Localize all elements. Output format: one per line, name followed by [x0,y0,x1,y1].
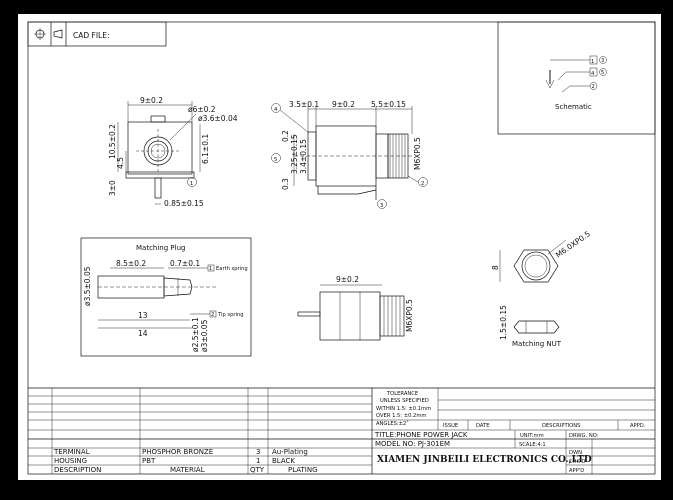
tolerance-line-2: OVER 1.5: ±0.2mm [376,413,426,419]
side-dim-03: 0.3 [281,178,290,190]
drawing-sheet: CAD FILE: 1 3 4 5 2 Schematic [18,14,661,480]
side-dim-b: 9±0.2 [332,100,355,109]
front-view: 9±0.2 ø6±0.2 ø3.6±0.04 10.5±0.2 4.5 3±0 … [108,96,238,208]
bom-row-2-name: HOUSING [54,457,87,465]
nut-dim-15: 1.5±0.15 [499,305,508,340]
bom-row: HOUSING PBT 1 BLACK [54,457,295,465]
bom-row-1-qty: 3 [256,448,260,456]
bom-row-2-qty: 1 [256,457,260,465]
front-dim-center: 4.5 [116,157,125,169]
nut-thread: M6.0XP0.5 [554,229,592,259]
side-callout-4: 4 [274,107,278,113]
matching-plug-view: Matching Plug 8.5±0.2 0.7±0.1 1 Earth sp… [80,237,252,357]
side-dim-a: 3.5±0.1 [289,100,319,109]
appd2-label: APP'D [569,468,584,474]
chkd-label: CHK'D [569,459,585,465]
drwg-label: DRWG. NO: [569,433,599,439]
bom-row-1-material: PHOSPHOR BRONZE [142,448,213,456]
plug-dim-14: 14 [138,329,148,338]
title-block: TOLERANCE UNLESS SPECIFIED WITHIN 1.5: ±… [28,387,655,474]
bom-header-qty: QTY [250,466,265,474]
bom-row: TERMINAL PHOSPHOR BRONZE 3 Au-Plating [53,448,308,456]
front-dim-hole-outer: ø6±0.2 [188,105,216,114]
plug-earth-num: 1 [209,266,212,272]
bottom-thread: M6XP0.5 [405,299,414,332]
schematic-pin-4: 4 [591,71,595,77]
plug-dim-85: 8.5±0.2 [116,259,146,268]
tolerance-subtitle: UNLESS SPECIFIED [380,398,429,404]
dwn-label: DWN [569,450,582,456]
bottom-view: 9±0.2 M6XP0.5 [297,275,414,341]
col-date: DATE [476,423,490,429]
schematic-pin-3: 3 [601,58,604,64]
matching-nut-view: M6.0XP0.5 8 1.5±0.15 Matching NUT [491,229,592,348]
company-name: XIAMEN JINBEILI ELECTRONICS CO.,LTD [377,455,592,465]
side-dim-c: 5.5±0.15 [371,100,406,109]
bom-row-2-material: PBT [142,457,156,465]
front-dim-right: 6.1±0.1 [201,134,210,164]
col-appd: APPD. [630,423,646,429]
bom-row-1-plating: Au-Plating [272,448,308,456]
bom-header-name: DESCRIPTION [54,466,101,474]
bom-row-1-name: TERMINAL [53,448,90,456]
col-issue: ISSUE [443,423,458,429]
tolerance-title: TOLERANCE [386,391,418,397]
side-thread-label: M6XP0.5 [413,137,422,170]
technical-drawing: CAD FILE: 1 3 4 5 2 Schematic [27,21,656,475]
bom-table: TERMINAL PHOSPHOR BRONZE 3 Au-Plating HO… [53,448,318,474]
plug-tip-num: 2 [211,312,214,318]
bottom-dim: 9±0.2 [336,275,359,284]
col-descriptions: DESCRIPTIONS [542,423,580,429]
drawing-title: TITLE:PHONE POWER JACK [374,431,468,439]
plug-tip-label: Tip spring [217,312,244,318]
nut-dim-8: 8 [491,265,500,270]
schematic-pin-2: 2 [592,84,595,90]
bom-header: DESCRIPTION MATERIAL QTY PLATING [54,466,318,474]
side-callout-5: 5 [274,157,277,163]
front-dim-pin: 0.85±0.15 [164,199,204,208]
projection-cone-icon [53,29,63,39]
bom-header-plating: PLATING [288,466,318,474]
side-dim-34: 3.4±0.15 [299,139,308,174]
side-callout-3: 3 [380,203,383,209]
plug-title: Matching Plug [136,244,185,252]
side-dim-02: 0.2 [281,130,290,142]
tolerance-line-1: WITHIN 1.5: ±0.1mm [376,406,431,412]
tolerance-line-3: ANGLES:±2˚ [376,420,409,427]
sheet-border [27,21,656,475]
plug-dim-dia: ø3.5±0.05 [83,266,92,306]
front-callout-1: 1 [190,181,193,187]
bom-header-material: MATERIAL [170,466,205,474]
plug-dim-3: ø3±0.05 [200,319,209,352]
front-dim-width: 9±0.2 [140,96,163,105]
unit-label: UNIT:mm [520,433,544,439]
plug-earth-label: Earth spring [216,266,248,272]
side-dim-325: 3.25±0.15 [290,134,299,174]
front-dim-hole-inner: ø3.6±0.04 [198,114,238,123]
plug-dim-07: 0.7±0.1 [170,259,200,268]
schematic-box: 1 3 4 5 2 Schematic [497,21,656,135]
side-callout-2: 2 [421,181,424,187]
schematic-pin-1: 1 [591,59,594,65]
bom-row-2-plating: BLACK [272,457,295,465]
plug-dim-13: 13 [138,311,148,320]
model-number: MODEL NO: PJ-301EM [375,440,450,448]
cad-file-label: CAD FILE: [73,31,110,40]
scale-label: SCALE:4:1 [519,442,546,448]
front-dim-height: 10.5±0.2 [108,124,117,159]
cad-file-header: CAD FILE: [27,21,167,47]
schematic-title: Schematic [555,103,592,111]
front-dim-bottom-left: 3±0 [108,180,117,196]
nut-title: Matching NUT [512,340,562,348]
plug-dim-25: ø2.5±0.1 [191,317,200,352]
schematic-pin-5: 5 [601,70,604,76]
side-view: 3.5±0.1 9±0.2 5.5±0.15 0.2 3.25±0.15 3.4… [271,100,428,209]
